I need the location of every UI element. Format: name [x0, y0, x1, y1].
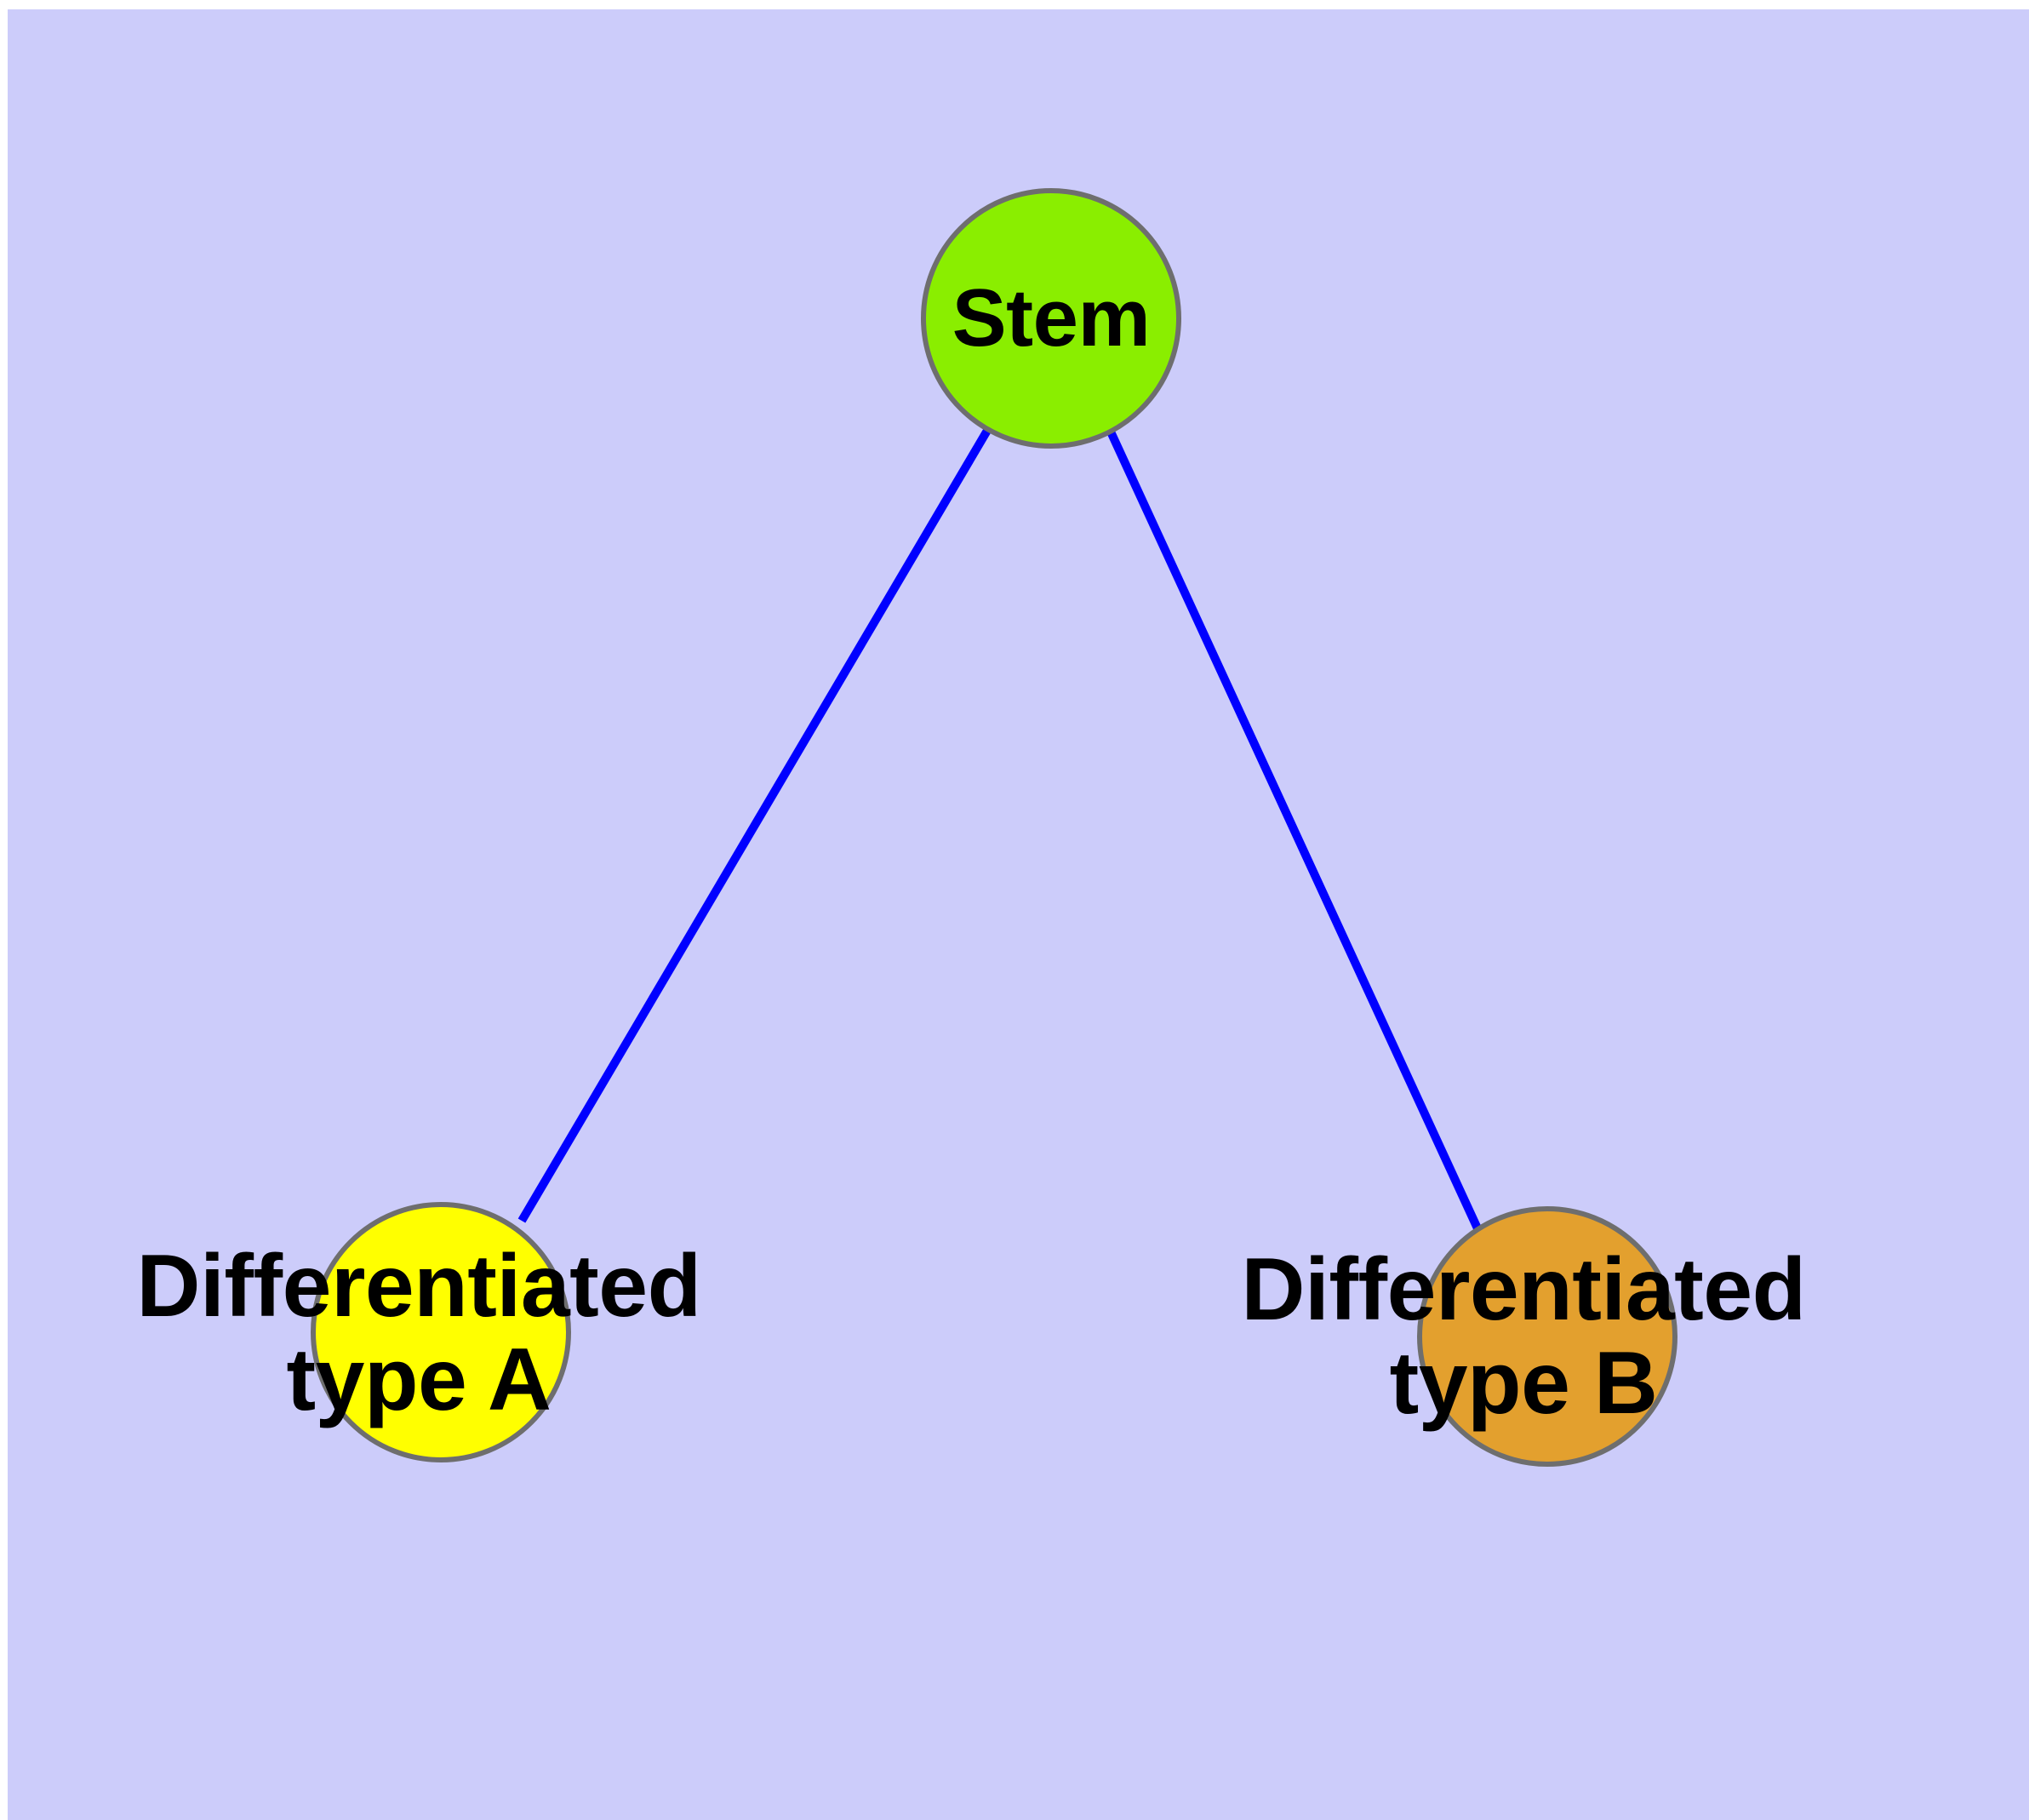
edges-group — [517, 426, 1482, 1231]
edge-stem-to-differentiated-type-a — [517, 426, 992, 1223]
node-differentiated-type-a[interactable] — [311, 1202, 571, 1462]
node-differentiated-type-b[interactable] — [1417, 1206, 1677, 1467]
node-stem[interactable] — [921, 188, 1181, 449]
nodes-group — [311, 188, 1677, 1467]
edge-stem-to-differentiated-type-b — [1106, 427, 1482, 1231]
